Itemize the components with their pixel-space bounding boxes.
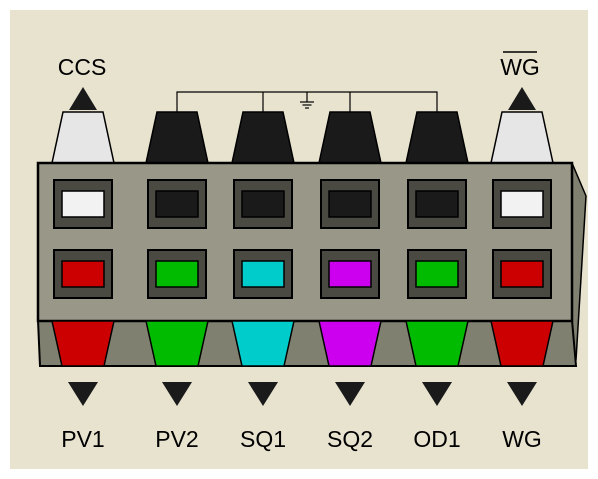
down-arrow-icon-5 — [422, 382, 452, 406]
down-arrow-icon-1 — [68, 382, 98, 406]
lower-indicator-4 — [328, 260, 372, 288]
upper-indicator-6 — [500, 190, 544, 218]
up-arrow-icon-6 — [508, 87, 536, 110]
bottom-connector-4 — [318, 320, 382, 367]
lower-indicator-1 — [61, 260, 105, 288]
label-wg-inverted: WG — [500, 54, 540, 80]
down-arrow-icon-6 — [507, 382, 537, 406]
upper-indicator-2 — [155, 190, 199, 218]
bottom-label-5: OD1 — [413, 426, 460, 452]
top-connector-4 — [318, 111, 382, 164]
bottom-label-3: SQ1 — [240, 426, 286, 452]
bottom-connector-1 — [51, 320, 115, 367]
top-connector-2 — [145, 111, 209, 164]
ground-icon — [300, 92, 314, 109]
bottom-connector-5 — [405, 320, 469, 367]
top-connector-5 — [405, 111, 469, 164]
down-arrow-icon-4 — [335, 382, 365, 406]
bottom-label-1: PV1 — [61, 426, 104, 452]
lower-indicator-5 — [415, 260, 459, 288]
down-arrow-icon-2 — [162, 382, 192, 406]
bottom-connector-3 — [231, 320, 295, 367]
bottom-connector-2 — [145, 320, 209, 367]
lower-indicator-2 — [155, 260, 199, 288]
label-ccs: CCS — [58, 54, 107, 80]
bottom-label-2: PV2 — [155, 426, 198, 452]
upper-indicator-5 — [415, 190, 459, 218]
housing-face — [36, 161, 574, 323]
down-arrow-icon-3 — [248, 382, 278, 406]
upper-indicator-4 — [328, 190, 372, 218]
top-connector-6 — [490, 111, 554, 164]
lower-indicator-3 — [241, 260, 285, 288]
top-connector-1 — [51, 111, 115, 164]
bottom-label-4: SQ2 — [327, 426, 373, 452]
upper-indicator-1 — [61, 190, 105, 218]
bottom-label-6: WG — [502, 426, 542, 452]
bottom-connector-6 — [490, 320, 554, 367]
top-connector-3 — [231, 111, 295, 164]
lower-indicator-6 — [500, 260, 544, 288]
upper-indicator-3 — [241, 190, 285, 218]
up-arrow-icon-1 — [69, 87, 97, 110]
